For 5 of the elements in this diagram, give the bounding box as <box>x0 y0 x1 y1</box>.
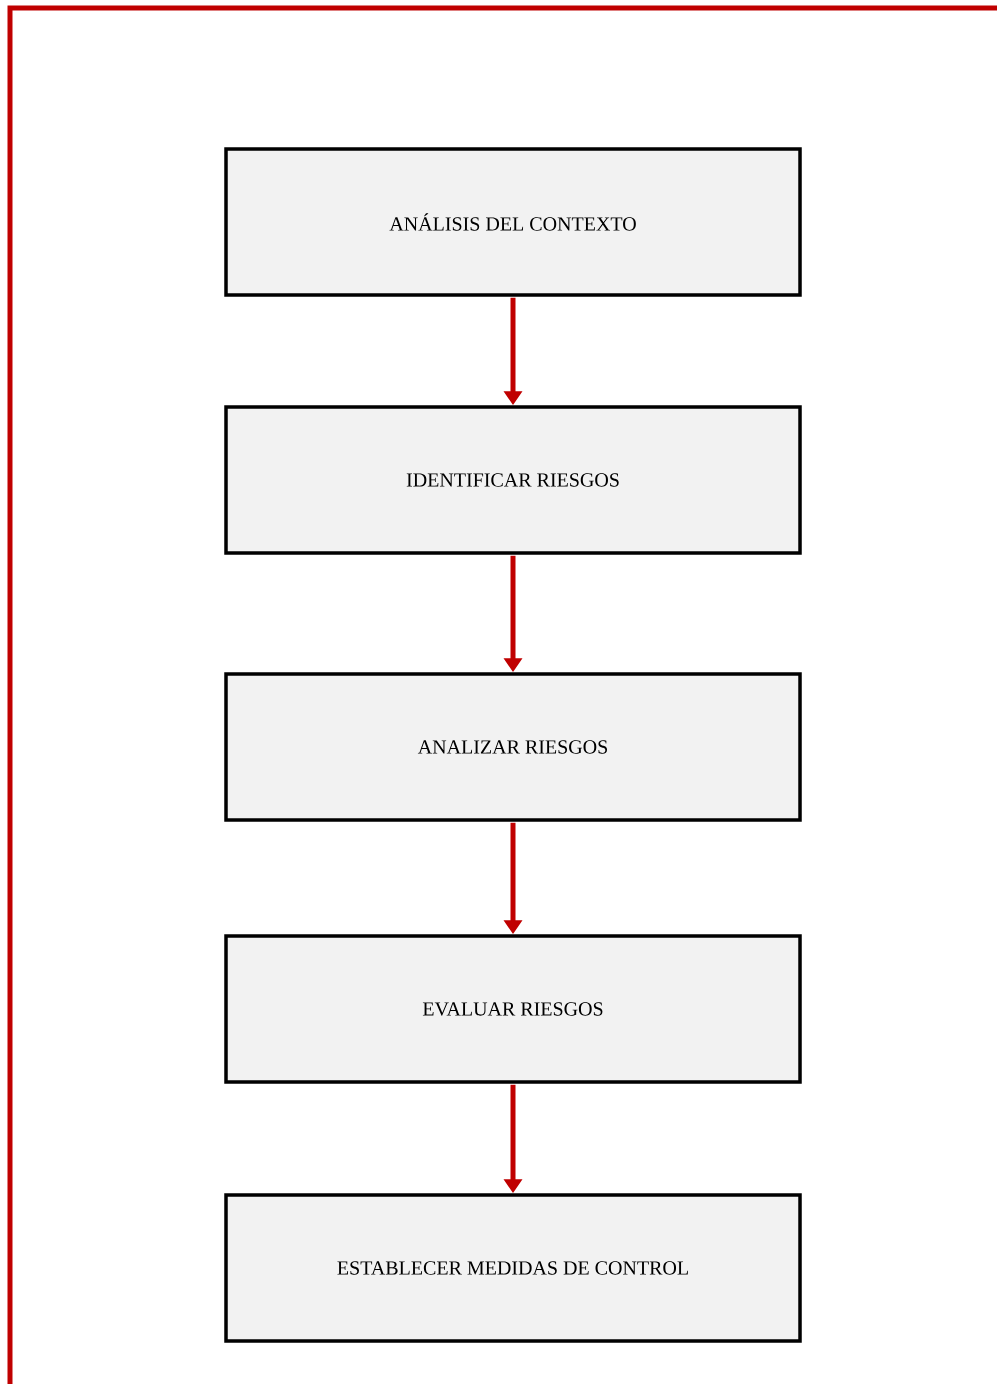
process-box: IDENTIFICAR RIESGOS <box>224 405 802 555</box>
process-box: ANALIZAR RIESGOS <box>224 672 802 822</box>
process-box: ANÁLISIS DEL CONTEXTO <box>224 147 802 297</box>
process-box: EVALUAR RIESGOS <box>224 934 802 1084</box>
process-box: ESTABLECER MEDIDAS DE CONTROL <box>224 1193 802 1343</box>
